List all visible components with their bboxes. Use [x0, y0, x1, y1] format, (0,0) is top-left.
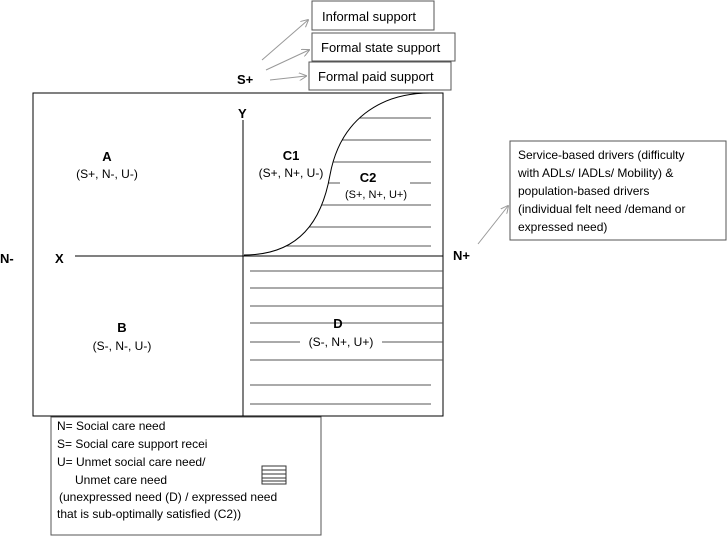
legend-line-2: S= Social care support recei [57, 437, 207, 451]
drivers-box-line-5: expressed need) [518, 220, 607, 234]
quadrant-c2-title: C2 [360, 170, 377, 185]
drivers-box-line-2: with ADLs/ IADLs/ Mobility) & [517, 166, 673, 180]
legend-hatch-swatch [261, 465, 287, 485]
drivers-box: Service-based drivers (difficulty with A… [509, 140, 727, 241]
support-box-formal-state: Formal state support [311, 32, 456, 62]
support-box-formal-paid-label: Formal paid support [318, 69, 434, 84]
arrow-to-drivers-box [477, 206, 508, 245]
axis-label-x: X [55, 251, 64, 266]
legend-line-1: N= Social care need [57, 419, 165, 433]
support-box-informal-label: Informal support [322, 9, 416, 24]
axis-label-n-minus: N- [0, 251, 14, 266]
c1-c2-boundary-curve [243, 92, 431, 256]
quadrant-c2-code: (S+, N+, U+) [345, 189, 407, 201]
drivers-box-line-4: (individual felt need /demand or [518, 202, 685, 216]
quadrant-c1-title: C1 [283, 148, 300, 163]
main-frame [32, 92, 444, 417]
quadrant-b-code: (S-, N-, U-) [93, 339, 152, 353]
axis-label-n-plus: N+ [453, 248, 470, 263]
quadrant-a-code: (S+, N-, U-) [76, 167, 138, 181]
arrow-to-informal-support [261, 20, 308, 61]
legend-line-6: that is sub-optimally satisfied (C2)) [57, 507, 241, 521]
drivers-box-line-3: population-based drivers [518, 184, 649, 198]
quadrant-c1-code: (S+, N+, U-) [259, 166, 324, 180]
arrow-to-formal-state-support [265, 50, 309, 71]
axis-label-s-plus: S+ [237, 72, 254, 87]
support-box-formal-state-label: Formal state support [321, 40, 441, 55]
legend-box: N= Social care need S= Social care suppo… [50, 416, 322, 536]
quadrant-a-title: A [102, 149, 112, 164]
legend-line-3: U= Unmet social care need/ [57, 455, 206, 469]
arrow-to-formal-paid-support [269, 76, 306, 80]
d-hatch [250, 270, 443, 405]
support-box-informal: Informal support [311, 0, 435, 31]
support-box-formal-paid: Formal paid support [308, 61, 452, 91]
legend-line-5: (unexpressed need (D) / expressed need [59, 490, 277, 504]
legend-line-4: Unmet care need [75, 473, 167, 487]
axis-label-y: Y [238, 106, 247, 121]
quadrant-d-code: (S-, N+, U+) [309, 335, 374, 349]
quadrant-d-title: D [333, 316, 342, 331]
drivers-box-line-1: Service-based drivers (difficulty [518, 148, 685, 162]
quadrant-b-title: B [117, 320, 126, 335]
